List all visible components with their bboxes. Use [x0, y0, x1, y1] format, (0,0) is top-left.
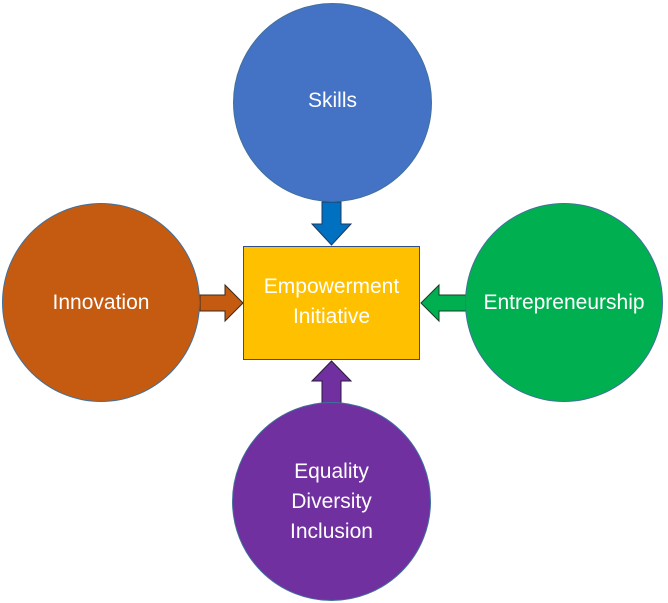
node-skills-label: Skills: [307, 88, 357, 112]
node-entrepreneurship: Entrepreneurship: [465, 203, 663, 402]
arrow-skills-to-center: [310, 201, 353, 246]
arrow-edi-to-center: [310, 360, 353, 404]
center-label: Empowerment Initiative: [263, 275, 400, 328]
node-edi-label: Equality Diversity Inclusion: [290, 459, 373, 543]
node-empowerment-initiative: Empowerment Initiative: [243, 246, 420, 360]
arrow-entrepreneurship-to-center: [420, 283, 467, 323]
arrow-innovation-to-center: [199, 283, 244, 323]
node-entrepreneurship-label: Entrepreneurship: [483, 290, 645, 314]
node-innovation-label: Innovation: [52, 290, 150, 314]
node-equality-diversity-inclusion: Equality Diversity Inclusion: [232, 402, 431, 601]
node-innovation: Innovation: [2, 203, 200, 402]
node-skills: Skills: [233, 3, 432, 202]
